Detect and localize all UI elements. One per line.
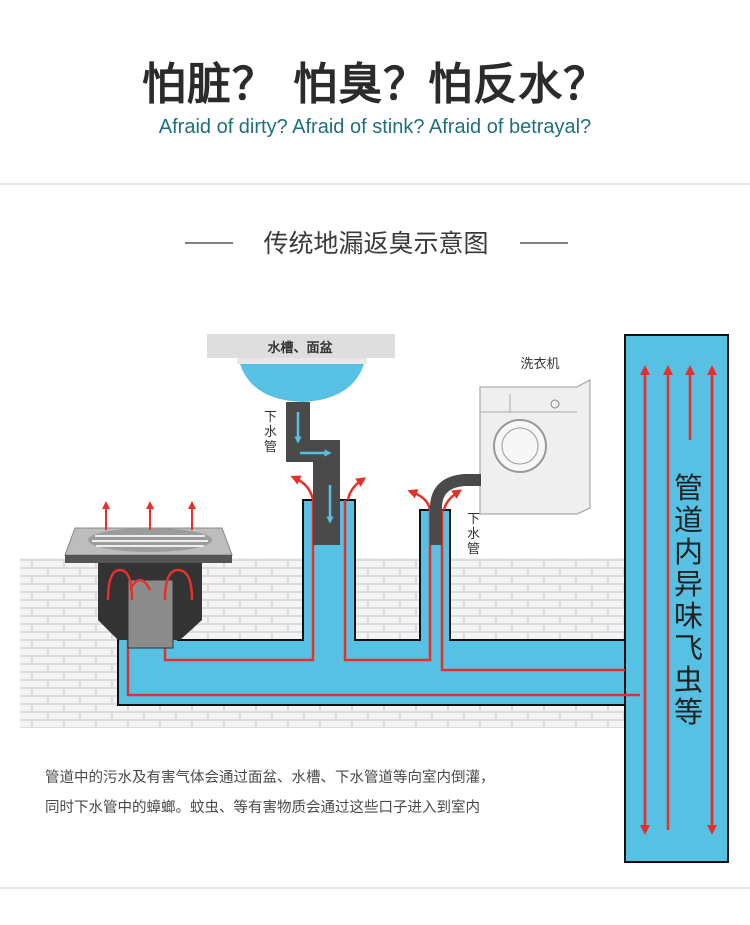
vertical-pipe-label: 管道内异味飞虫等 bbox=[674, 471, 703, 729]
svg-text:水槽、面盆: 水槽、面盆 bbox=[267, 340, 333, 356]
description-line-1: 管道中的污水及有害气体会通过面盆、水槽、下水管道等向室内倒灌， bbox=[45, 768, 495, 786]
sink: 水槽、面盆 bbox=[207, 334, 395, 545]
drain-pipe-label-1: 下水管 bbox=[264, 410, 277, 455]
bottom-divider bbox=[0, 887, 750, 889]
drain-pipe-label-2: 下水管 bbox=[467, 512, 480, 557]
page-title: 怕脏？ 怕臭？怕反水？ bbox=[141, 59, 609, 110]
svg-text:洗衣机: 洗衣机 bbox=[520, 356, 559, 372]
description-line-2: 同时下水管中的蟑螂。蚊虫、等有害物质会通过这些口子进入到室内 bbox=[45, 798, 480, 816]
section-title: 传统地漏返臭示意图 bbox=[185, 229, 568, 258]
sink-drain-pipe bbox=[286, 402, 340, 545]
washing-machine: 洗衣机 bbox=[430, 356, 591, 545]
page-subtitle: Afraid of dirty? Afraid of stink? Afraid… bbox=[158, 116, 592, 138]
top-divider bbox=[0, 183, 750, 185]
floor-drain bbox=[64, 501, 233, 649]
pipe-network bbox=[117, 334, 729, 863]
svg-text:传统地漏返臭示意图: 传统地漏返臭示意图 bbox=[263, 229, 488, 258]
